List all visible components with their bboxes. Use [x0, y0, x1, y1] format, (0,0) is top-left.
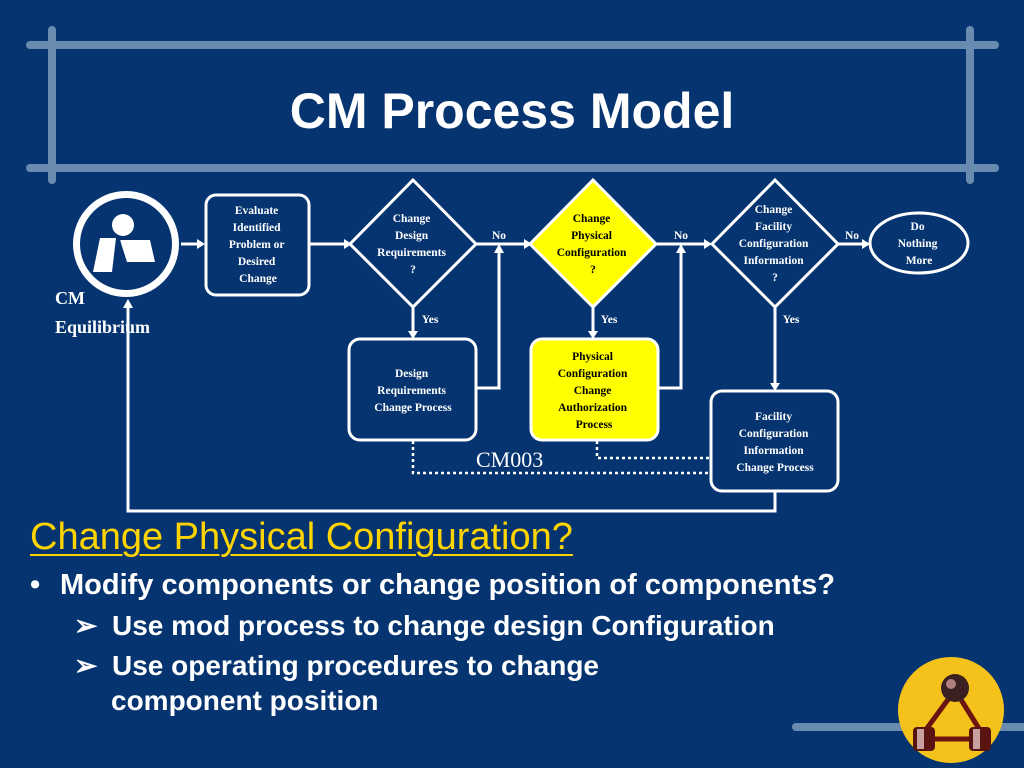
equilibrium-label: CM	[55, 288, 85, 308]
yes-label: Yes	[422, 314, 439, 326]
decision-text: Change	[755, 204, 793, 216]
svg-text:Facility Configuration: Facility Configuration Information Chang…	[736, 411, 814, 474]
svg-text:Change Facility Co: Change Facility Configuration Informatio…	[739, 204, 812, 284]
branch-labels: No No No Yes Yes Yes	[422, 230, 860, 326]
decision-text: Information	[744, 255, 805, 267]
svg-text:Evaluate Identified: Evaluate Identified Problem or Desired C…	[229, 205, 287, 285]
evaluate-box: Evaluate Identified Problem or Desired C…	[204, 193, 311, 297]
decision-physical-configuration: Change Physical Configuration ?	[527, 177, 659, 310]
no-label: No	[674, 230, 688, 242]
sub-bullet-item: ➢ Use mod process to change design Config…	[74, 609, 775, 642]
process-text: Design	[395, 368, 429, 380]
svg-text:Physical Configuration: Physical Configuration Change Authorizat…	[558, 351, 631, 431]
section-heading: Change Physical Configuration?	[30, 516, 573, 558]
yes-label: Yes	[601, 314, 618, 326]
decision-text: Change	[573, 213, 611, 225]
decision-text: Facility	[755, 221, 792, 233]
process-text: Configuration	[739, 428, 809, 440]
terminal-text: More	[906, 255, 933, 267]
sub-bullet-text: Use mod process to change design Configu…	[112, 610, 775, 641]
equilibrium-person-icon	[73, 191, 179, 297]
process-text: Process	[576, 419, 613, 431]
decision-design-requirements: Change Design Requirements ?	[347, 177, 479, 310]
cm003-label: CM003	[476, 447, 543, 472]
slide-title: CM Process Model	[289, 83, 735, 139]
evaluate-text: Identified	[233, 222, 282, 234]
bullet-item: • Modify components or change position of…	[30, 569, 835, 602]
facility-configuration-information-change-process: Facility Configuration Information Chang…	[709, 389, 840, 493]
decision-text: Requirements	[377, 247, 446, 259]
terminal-text: Do	[911, 221, 925, 233]
arrow-marker-icon: ➢	[74, 650, 98, 681]
decision-text: Change	[393, 213, 431, 225]
sub-bullet-item: ➢ Use operating procedures to change	[74, 649, 599, 682]
process-text: Configuration	[558, 368, 628, 380]
terminal-text: Nothing	[898, 238, 938, 250]
sub-bullet-text: Use operating procedures to change	[112, 650, 599, 681]
arrow-marker-icon: ➢	[74, 610, 98, 641]
bullet-marker: •	[30, 569, 41, 601]
process-text: Change Process	[736, 462, 814, 474]
decision-text: ?	[410, 264, 416, 276]
design-requirements-change-process: Design Requirements Change Process	[347, 337, 478, 442]
bullet-text: Modify components or change position of …	[60, 569, 835, 601]
evaluate-text: Problem or	[229, 239, 285, 251]
process-text: Change	[574, 385, 612, 397]
evaluate-text: Evaluate	[235, 205, 278, 217]
yes-label: Yes	[783, 314, 800, 326]
decision-facility-configuration: Change Facility Configuration Informatio…	[709, 177, 841, 310]
svg-text:CM Equilibrium: CM Equilibrium	[55, 288, 150, 337]
decision-text: Configuration	[557, 247, 627, 259]
process-text: Physical	[572, 351, 613, 363]
flow-connectors	[126, 242, 868, 513]
decision-text: ?	[590, 264, 596, 276]
svg-text:Do Nothing More: Do Nothing More	[898, 221, 941, 267]
physical-configuration-change-authorization-process: Physical Configuration Change Authorizat…	[529, 337, 660, 442]
evaluate-text: Change	[239, 273, 277, 285]
sub-bullet-continuation: component position	[111, 685, 379, 716]
no-label: No	[845, 230, 859, 242]
process-text: Information	[744, 445, 805, 457]
decision-text: ?	[772, 272, 778, 284]
svg-text:Change Design Requ: Change Design Requirements ?	[377, 213, 449, 276]
cm003-dotted-links	[411, 441, 711, 475]
equilibrium-label: Equilibrium	[55, 317, 150, 337]
evaluate-text: Desired	[238, 256, 276, 268]
decision-text: Design	[395, 230, 429, 242]
process-text: Change Process	[374, 402, 452, 414]
process-text: Facility	[755, 411, 792, 423]
do-nothing-more-terminal: Do Nothing More	[868, 211, 970, 275]
svg-text:Design Requirements: Design Requirements Change Process	[374, 368, 452, 414]
cm-logo-icon	[898, 657, 1004, 763]
process-text: Requirements	[377, 385, 446, 397]
svg-text:Change Physical Co: Change Physical Configuration ?	[557, 213, 630, 276]
decision-text: Physical	[571, 230, 612, 242]
process-text: Authorization	[558, 402, 628, 414]
decision-text: Configuration	[739, 238, 809, 250]
no-label: No	[492, 230, 506, 242]
